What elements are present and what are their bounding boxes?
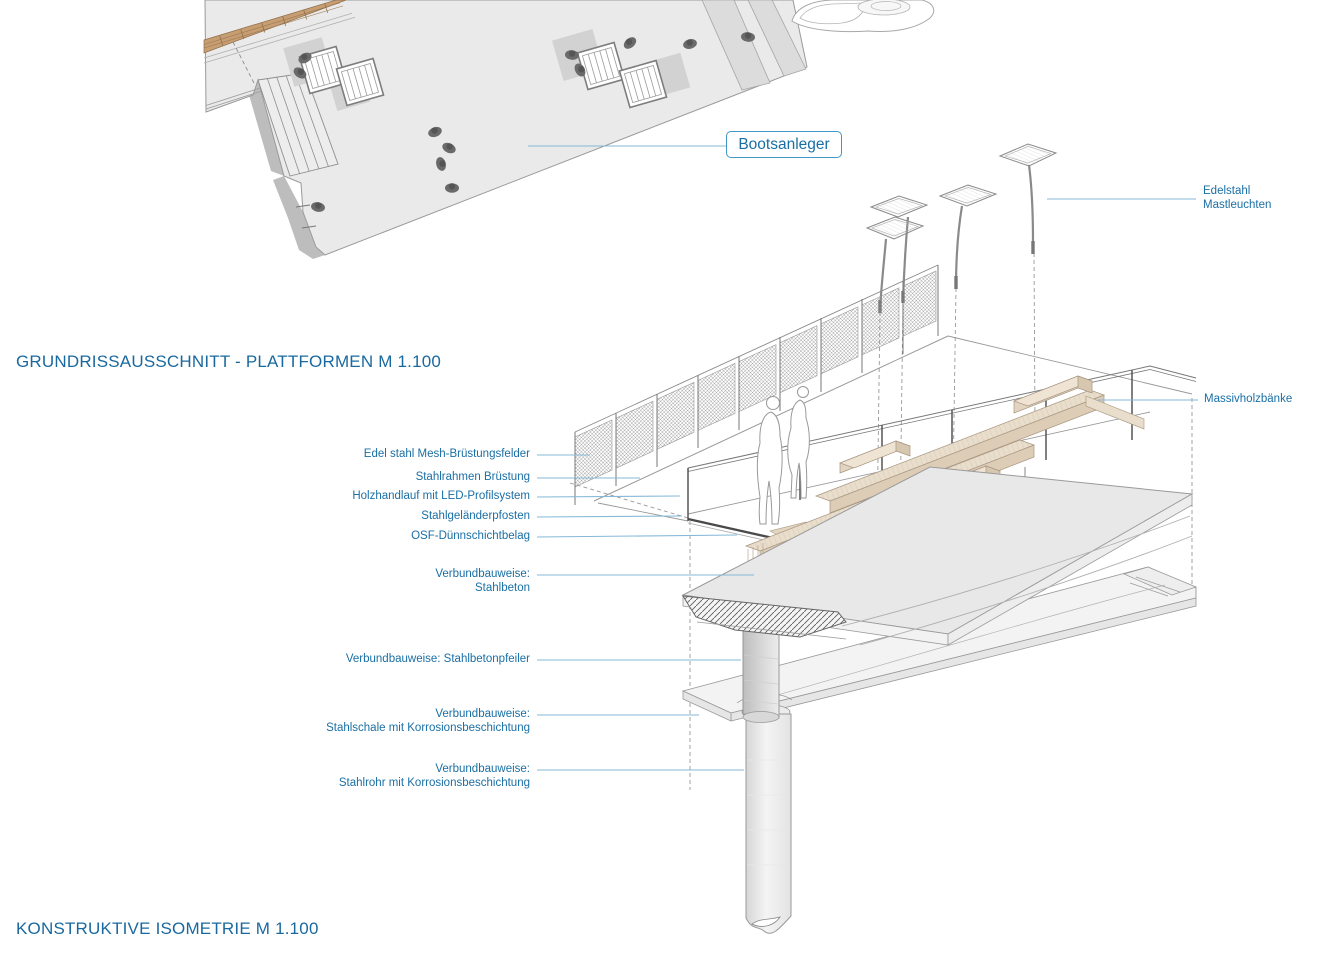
label-stahlrahmen: Stahlrahmen Brüstung: [415, 471, 530, 483]
label-stahlrohr: Verbundbauweise: Stahlrohr mit Korrosion…: [339, 763, 530, 790]
stripe-band: [747, 0, 807, 77]
soffit-curve: [859, 535, 1193, 646]
mesh-balustrade: [574, 264, 939, 505]
iso-people: [756, 386, 810, 525]
label-mastleuchten: Edelstahl Mastleuchten: [1203, 185, 1271, 212]
label-stahlschale: Verbundbauweise: Stahlschale mit Korrosi…: [326, 708, 530, 735]
label-line: Edelstahl: [1203, 185, 1251, 197]
iso-section-title: KONSTRUKTIVE ISOMETRIE M 1.100: [16, 919, 319, 938]
label-line: Mastleuchten: [1203, 198, 1272, 211]
steel-tube: [745, 713, 792, 934]
label-osf: OSF-Dünnschichtbelag: [411, 530, 530, 542]
plan-edge-shadow: [247, 82, 325, 259]
label-line: Verbundbauweise:: [435, 708, 530, 720]
edge-tick-marks: [295, 204, 317, 229]
balustrade-posts: [574, 265, 939, 505]
leader-osf: [536, 534, 738, 538]
slab-cut-hatch: [682, 595, 847, 638]
leader-holzhandlauf: [536, 495, 681, 498]
plan-section-title: GRUNDRISSAUSSCHNITT - PLATTFORMEN M 1.10…: [16, 352, 442, 371]
label-pfeiler: Verbundbauweise: Stahlbetonpfeiler: [345, 653, 530, 665]
label-pfosten: Stahlgeländerpfosten: [421, 510, 530, 522]
walkway-left-edge: [597, 502, 689, 522]
label-massivholzbaenke: Massivholzbänke: [1204, 393, 1293, 405]
concrete-pier: [742, 629, 780, 723]
isometric-view: [569, 143, 1198, 934]
composite-slab: [681, 466, 1194, 646]
leader-pfosten: [536, 515, 683, 518]
edge-beam-lines: [203, 12, 356, 64]
plan-view: [203, 0, 935, 259]
wood-tick-marks: [219, 3, 329, 46]
mast-light: [998, 143, 1058, 254]
leader-lines: [528, 145, 1198, 771]
label-holzhandlauf: Holzhandlauf mit LED-Profilsystem: [352, 490, 530, 502]
boat-outline: [791, 0, 935, 33]
soffit-curve: [841, 515, 1191, 627]
label-line: Verbundbauweise:: [435, 568, 530, 580]
label-line: Verbundbauweise:: [435, 763, 530, 775]
label-mesh: Edel stahl Mesh-Brüstungsfelder: [363, 448, 530, 460]
mast-lights: [865, 143, 1058, 313]
bootsanleger-callout: Bootsanleger: [726, 131, 842, 158]
platform-back-edge: [947, 335, 1193, 395]
wood-plank-lines: [203, 2, 344, 49]
plan-dashed-joint: [232, 41, 256, 86]
label-line: Stahlbeton: [475, 581, 530, 594]
label-stahlbeton: Verbundbauweise: Stahlbeton: [435, 568, 530, 595]
stripe-band: [701, 0, 771, 91]
mast-light: [938, 184, 998, 289]
stairs: [257, 72, 339, 177]
label-line: Stahlrohr mit Korrosionsbeschichtung: [338, 776, 530, 789]
label-line: Stahlschale mit Korrosionsbeschichtung: [326, 721, 530, 734]
